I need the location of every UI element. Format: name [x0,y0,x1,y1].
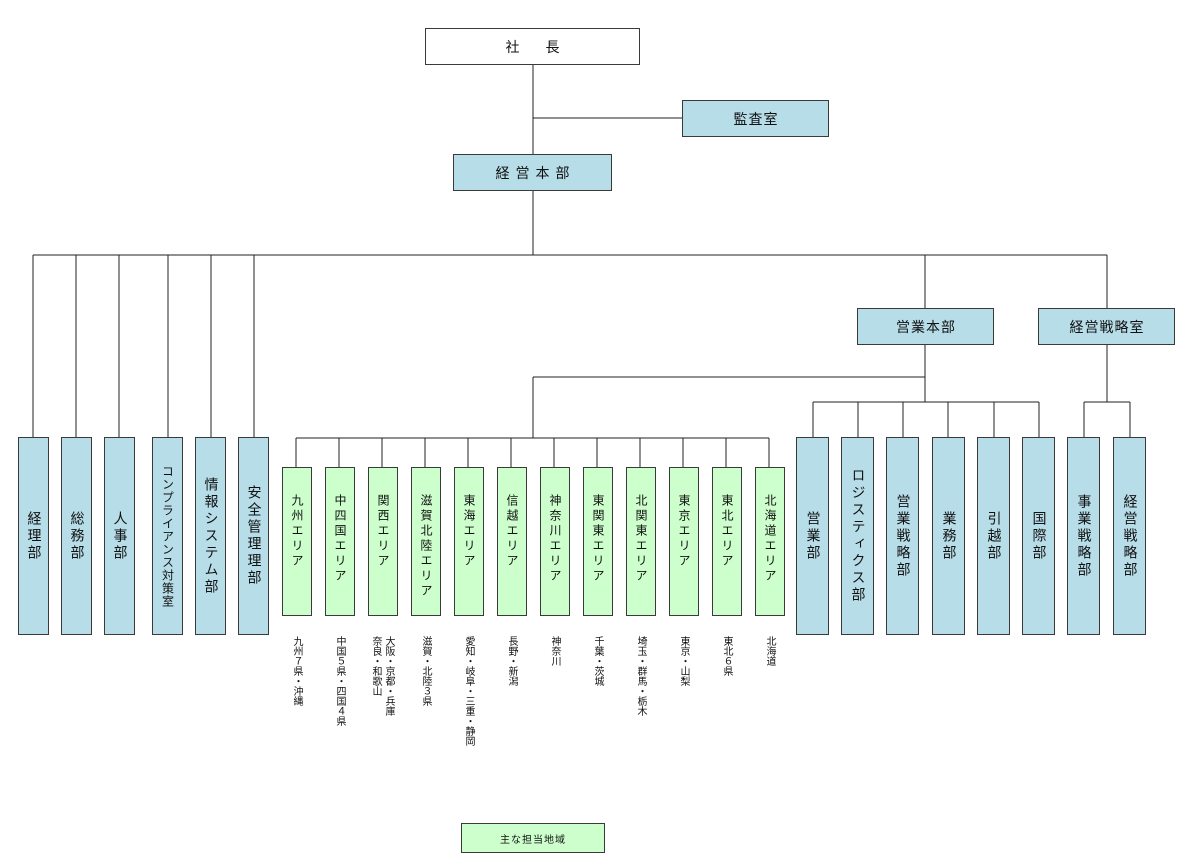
strategy-dept-label: 経営戦略部 [1121,493,1138,579]
sales-dept-label: 引越部 [985,510,1002,562]
hq-dept-accounting: 経理部 [18,437,49,635]
hq-dept-general-affairs: 総務部 [61,437,92,635]
area-box: 東北エリア [712,467,742,616]
sales-dept-label: 営業部 [804,510,821,562]
strategy-dept-box: 事業戦略部 [1067,437,1100,635]
sales-dept-box: 営業部 [796,437,829,635]
area-region-text: 大阪・京都・兵庫 奈良・和歌山 [370,636,394,716]
area-region-text: 中国５県・四国４県 [334,636,345,726]
strategy-office-label: 経営戦略室 [1069,319,1145,336]
sales-hq-label: 営業本部 [896,319,956,336]
area-region-text: 東京・山梨 [678,636,689,686]
area-region-text: 埼玉・群馬・栃木 [635,636,646,716]
area-box: 九州エリア [282,467,312,616]
area-label: 東海エリア [462,494,476,569]
area-box: 東海エリア [454,467,484,616]
area-box: 信越エリア [497,467,527,616]
hq-dept-it: 情報システム部 [195,437,226,635]
area-label: 北関東エリア [634,494,648,584]
president-box: 社 長 [425,28,640,65]
legend-label: 主な担当地域 [500,834,566,846]
president-label: 社 長 [505,39,566,56]
audit-office-label: 監査室 [733,111,779,128]
sales-dept-box: 引越部 [977,437,1010,635]
area-label: 神奈川エリア [548,494,562,584]
area-region-text: 九州７県・沖縄 [291,636,302,706]
area-box: 神奈川エリア [540,467,570,616]
hq-dept-label: 情報システム部 [202,476,219,596]
area-label: 東関東エリア [591,494,605,584]
strategy-dept-box: 経営戦略部 [1113,437,1146,635]
audit-office-box: 監査室 [682,100,829,137]
sales-dept-box: ロジスティクス部 [841,437,874,635]
area-box: 関西エリア [368,467,398,616]
area-label: 関西エリア [376,494,390,569]
legend-box: 主な担当地域 [461,823,605,853]
hq-dept-safety: 安全管理理部 [238,437,269,635]
hq-dept-label: 人事部 [111,510,128,562]
sales-dept-box: 国際部 [1022,437,1055,635]
area-label: 信越エリア [505,494,519,569]
hq-dept-label: 総務部 [68,510,85,562]
area-box: 北関東エリア [626,467,656,616]
sales-dept-box: 業務部 [932,437,965,635]
sales-dept-label: 業務部 [940,510,957,562]
hq-dept-label: 安全管理理部 [245,485,262,587]
sales-hq-box: 営業本部 [857,308,994,345]
hq-dept-hr: 人事部 [104,437,135,635]
sales-dept-label: 国際部 [1030,510,1047,562]
area-region-text: 愛知・岐阜・三重・静岡 [463,636,474,746]
area-label: 東京エリア [677,494,691,569]
area-label: 東北エリア [720,494,734,569]
strategy-dept-label: 事業戦略部 [1075,493,1092,579]
area-region-text: 神奈川 [549,636,560,666]
management-hq-box: 経営本部 [453,154,612,191]
management-hq-label: 経営本部 [495,165,576,182]
area-box: 東関東エリア [583,467,613,616]
hq-dept-compliance: コンプライアンス対策室 [152,437,183,635]
area-label: 九州エリア [290,494,304,569]
strategy-office-box: 経営戦略室 [1038,308,1175,345]
sales-dept-label: ロジスティクス部 [849,468,866,604]
area-box: 滋賀北陸エリア [411,467,441,616]
area-region-text: 滋賀・北陸３県 [420,636,431,706]
area-region-text: 東北６県 [721,636,732,676]
area-box: 東京エリア [669,467,699,616]
area-region-text: 長野・新潟 [506,636,517,686]
area-region-text: 千葉・茨城 [592,636,603,686]
sales-dept-box: 営業戦略部 [886,437,919,635]
area-box: 北海道エリア [755,467,785,616]
area-region-text: 北海道 [764,636,775,666]
sales-dept-label: 営業戦略部 [894,493,911,579]
hq-dept-label: コンプライアンス対策室 [160,464,175,608]
area-label: 中四国エリア [333,494,347,584]
area-box: 中四国エリア [325,467,355,616]
hq-dept-label: 経理部 [25,510,42,562]
area-label: 滋賀北陸エリア [419,494,433,599]
area-label: 北海道エリア [763,494,777,584]
